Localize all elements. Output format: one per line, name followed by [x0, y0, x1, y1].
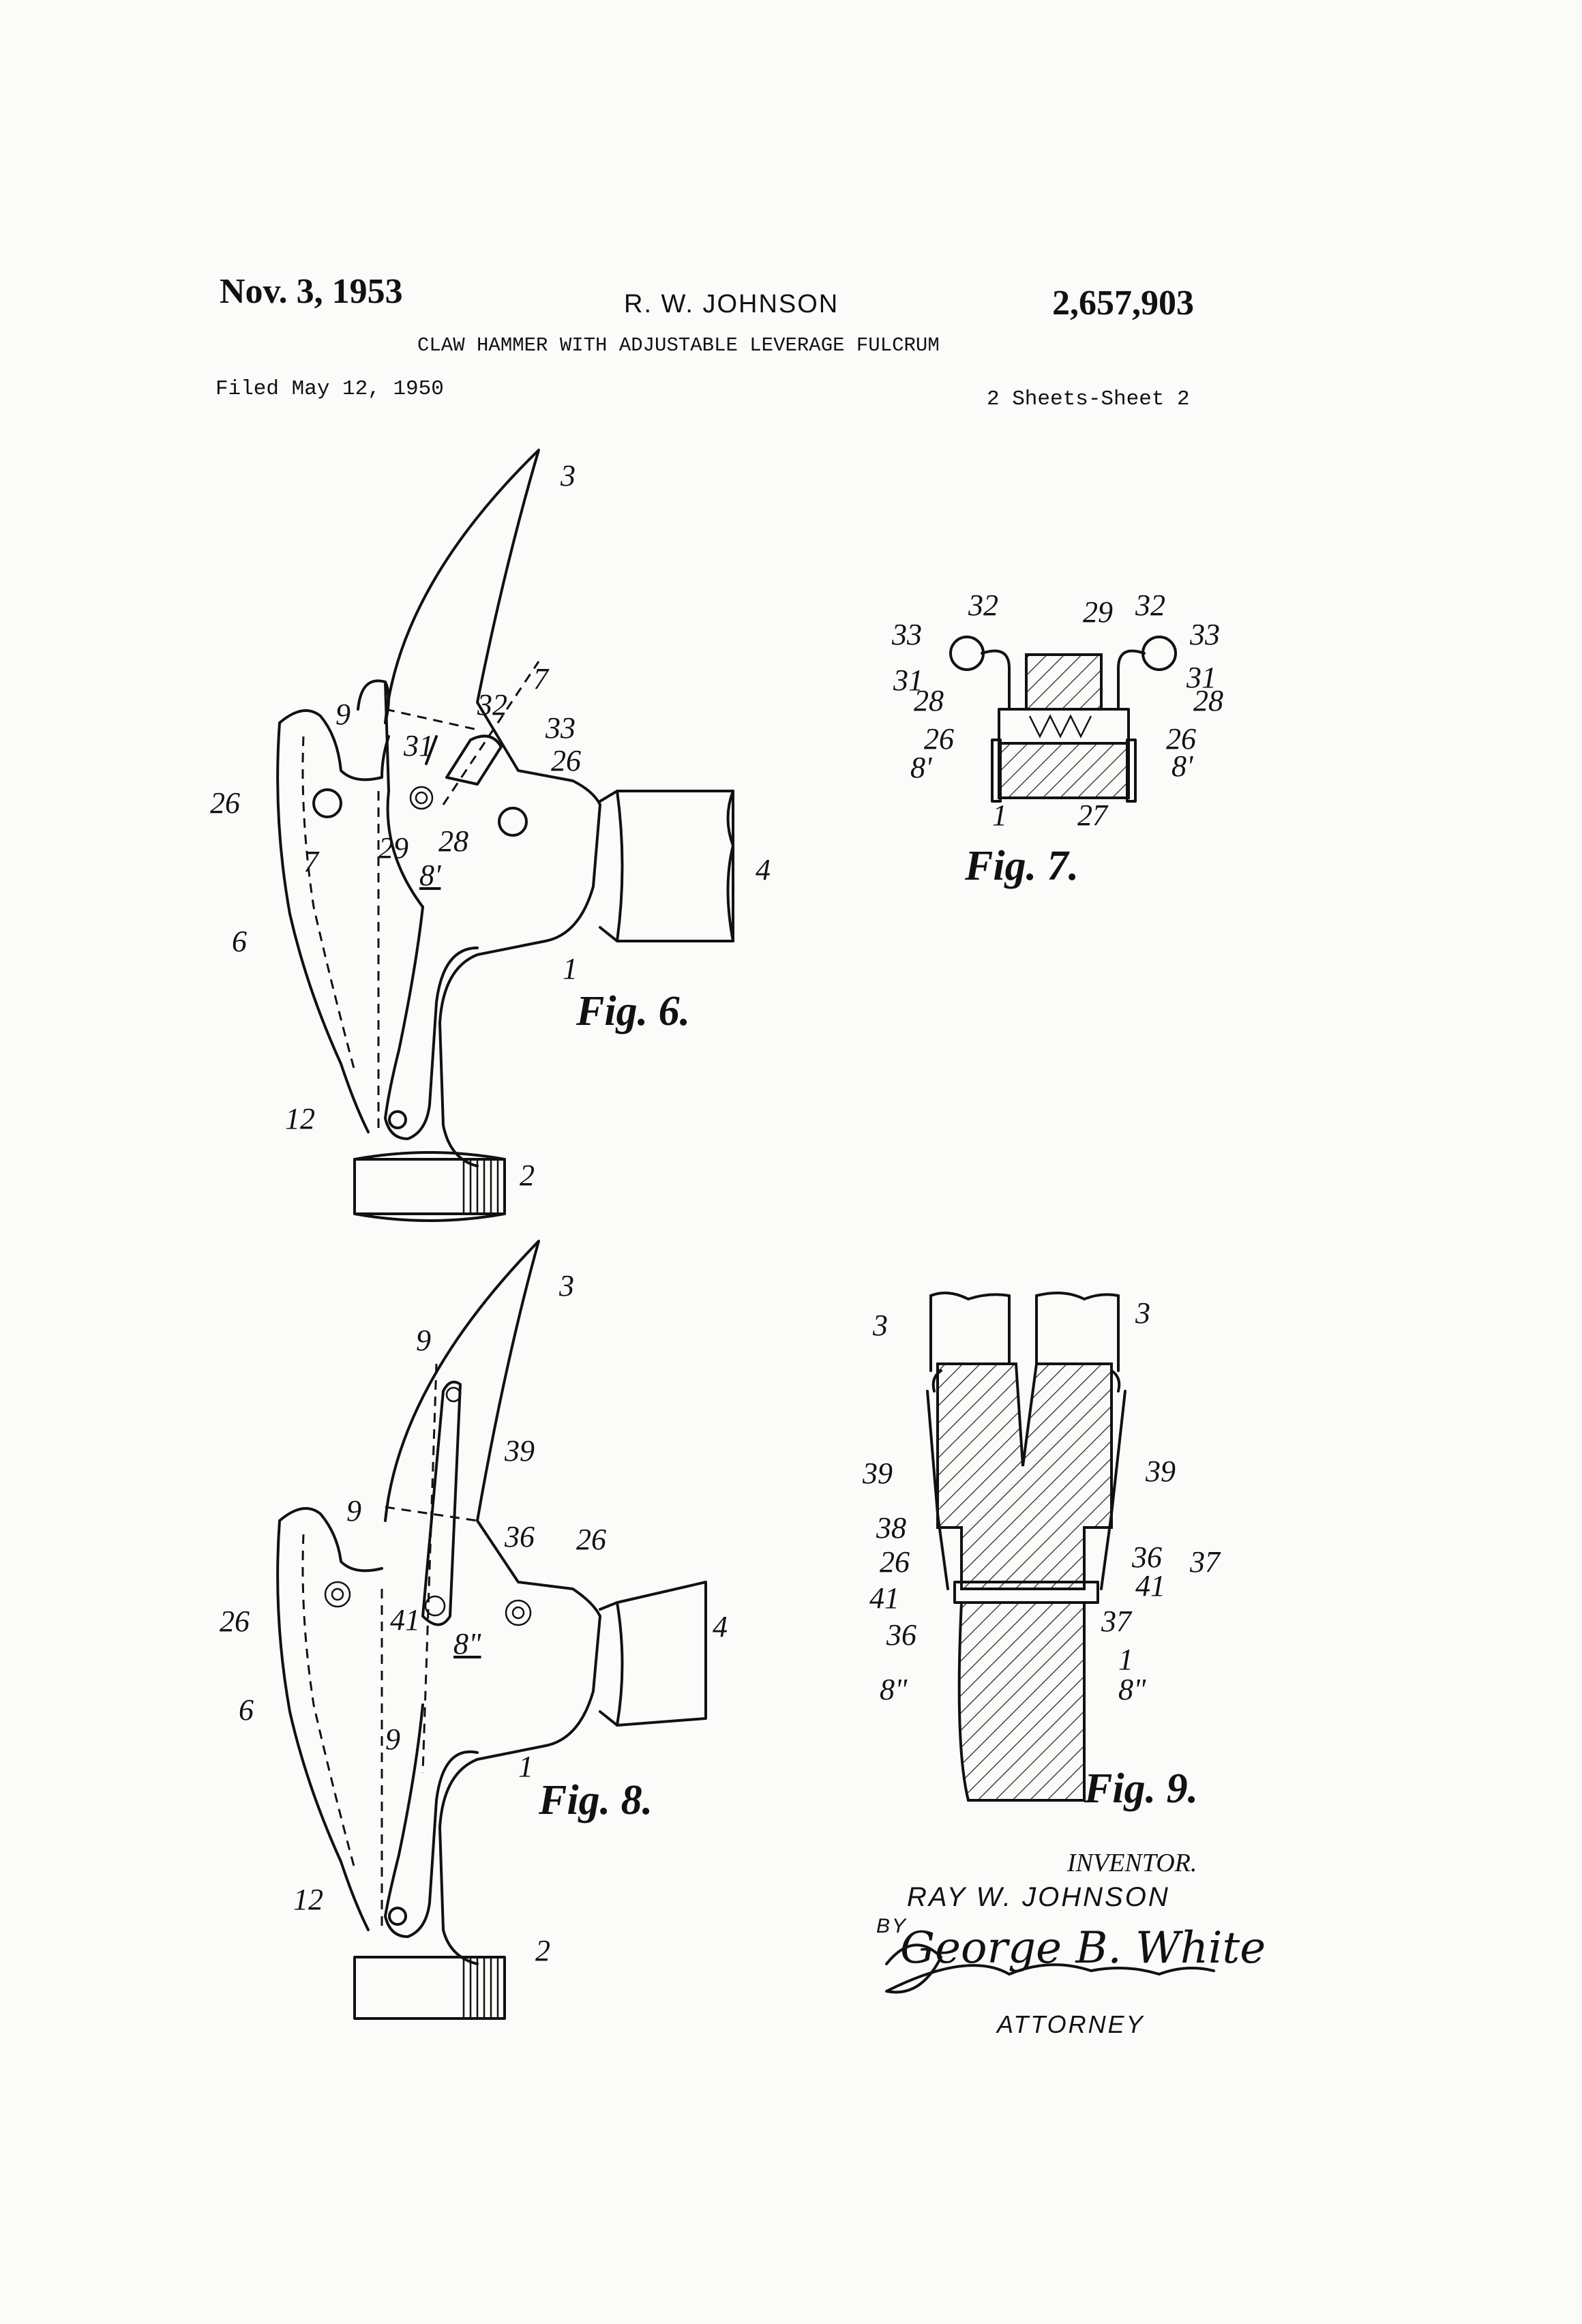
fig8-label: 39	[505, 1434, 535, 1468]
fig8-label: 2	[535, 1934, 550, 1967]
fig6-label: 4	[756, 853, 771, 887]
patent-title: CLAW HAMMER WITH ADJUSTABLE LEVERAGE FUL…	[417, 334, 940, 357]
patent-number: 2,657,903	[1052, 284, 1194, 323]
fig7-label: 33	[1190, 618, 1220, 651]
fig9-caption: Fig. 9.	[1084, 1766, 1199, 1812]
fig6-label: 1	[563, 952, 578, 985]
fig8-label: 26	[220, 1605, 250, 1638]
fig9-label: 3	[873, 1309, 888, 1342]
fig6-label: 26	[210, 786, 240, 820]
fig8-label: 9	[385, 1723, 400, 1756]
fig8-caption: Fig. 8.	[539, 1777, 653, 1823]
fig6-label: 33	[546, 711, 576, 745]
fig9-label: 36	[886, 1618, 916, 1652]
fig6-label: 32	[477, 688, 507, 721]
fig9-label: 38	[876, 1511, 906, 1545]
fig9-label: 39	[863, 1457, 893, 1490]
fig6-label: 6	[232, 925, 247, 958]
fig7-label: 31	[1186, 661, 1217, 694]
inventor-label: INVENTOR.	[1067, 1849, 1197, 1877]
fig7-label: 29	[1083, 595, 1113, 629]
fig8-label: 4	[713, 1610, 728, 1643]
fig8-label: 6	[239, 1693, 254, 1727]
fig6-label: 8'	[419, 859, 441, 892]
fig8-label: 26	[576, 1523, 606, 1556]
attorney-signature: George B. White	[900, 1923, 1266, 1973]
filed-date: Filed May 12, 1950	[215, 377, 444, 401]
fig7-caption: Fig. 7.	[965, 843, 1079, 889]
fig9-label: 8"	[1118, 1673, 1146, 1706]
fig6-label: 29	[378, 831, 408, 865]
sheet-count: 2 Sheets-Sheet 2	[987, 387, 1190, 411]
fig6-label: 12	[285, 1102, 315, 1135]
fig7-label: 31	[893, 664, 923, 697]
fig6-caption: Fig. 6.	[576, 988, 691, 1034]
fig8-label: 3	[559, 1269, 574, 1302]
fig7-drawing	[949, 636, 1177, 803]
fig6-label: 3	[561, 459, 576, 492]
fig9-label: 36	[1132, 1540, 1162, 1574]
fig7-label: 32	[1135, 589, 1165, 622]
fig7-label: 32	[968, 589, 998, 622]
inventor-header: R. W. JOHNSON	[624, 290, 839, 318]
fig7-label: 8'	[910, 751, 932, 784]
fig9-label: 3	[1135, 1296, 1150, 1330]
fig6-label: 9	[335, 698, 350, 731]
by-label: BY	[876, 1915, 908, 1937]
inventor-name: RAY W. JOHNSON	[907, 1882, 1170, 1912]
fig7-label: 28	[1193, 684, 1223, 717]
fig8-label: 36	[505, 1520, 535, 1553]
patent-date: Nov. 3, 1953	[220, 272, 403, 311]
fig7-label: 8'	[1171, 749, 1193, 783]
attorney-label: ATTORNEY	[997, 2010, 1145, 2038]
fig8-label: 8"	[453, 1627, 481, 1660]
fig6-label: 7	[533, 662, 548, 696]
fig6-label: 31	[404, 729, 434, 762]
fig8-label: 9	[416, 1324, 431, 1357]
fig9-label: 1	[1118, 1643, 1133, 1676]
fig9-label: 8"	[880, 1673, 908, 1706]
fig9-label: 26	[880, 1545, 910, 1579]
fig7-label: 26	[924, 722, 954, 756]
attorney-signature-stroke	[885, 1943, 1215, 1994]
fig9-label: 41	[869, 1581, 899, 1615]
fig6-label: 28	[438, 824, 468, 858]
fig8-drawing	[276, 1240, 707, 2020]
fig9-label: 37	[1190, 1545, 1220, 1579]
fig8-label: 9	[346, 1494, 361, 1528]
fig6-label: 7	[303, 845, 318, 878]
fig9-drawing	[926, 1292, 1126, 1802]
fig6-label: 2	[520, 1159, 535, 1192]
fig7-label: 26	[1166, 722, 1196, 756]
fig9-label: 37	[1101, 1605, 1131, 1638]
fig9-label: 41	[1135, 1569, 1165, 1603]
fig7-label: 28	[914, 684, 944, 717]
fig7-label: 27	[1077, 799, 1107, 832]
fig8-label: 1	[518, 1750, 533, 1783]
fig6-label: 26	[551, 744, 581, 777]
fig7-label: 1	[992, 799, 1007, 832]
fig7-label: 33	[892, 618, 922, 651]
fig8-label: 41	[390, 1603, 420, 1637]
fig9-label: 39	[1146, 1455, 1176, 1488]
fig8-label: 12	[293, 1883, 323, 1916]
fig6-drawing	[276, 449, 734, 1222]
